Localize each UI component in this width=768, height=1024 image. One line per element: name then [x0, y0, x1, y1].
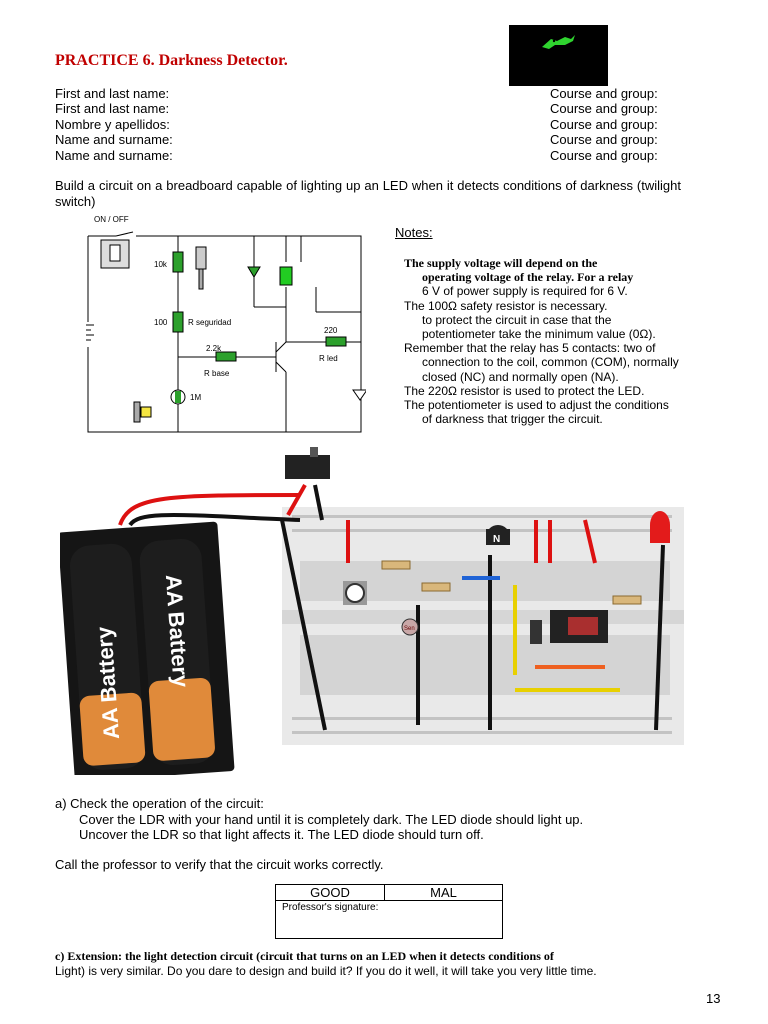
name-label: First and last name:	[55, 101, 170, 116]
note-item: The 100Ω safety resistor is necessary. t…	[404, 298, 656, 342]
page-number: 13	[706, 991, 721, 1006]
switch-label: ON / OFF	[94, 215, 129, 224]
note-item: The supply voltage will depend on the op…	[404, 256, 634, 299]
name-label: Name and surname:	[55, 132, 173, 147]
notes-title: Notes:	[395, 225, 433, 240]
transistor	[486, 529, 510, 545]
group-label: Course and group:	[550, 86, 658, 101]
ldr-label: 1M	[190, 393, 201, 402]
r-led-label: R led	[319, 354, 338, 363]
name-label: Nombre y apellidos:	[55, 117, 170, 132]
r-safety-label: R seguridad	[188, 318, 231, 327]
check-item: Uncover the LDR so that light affects it…	[79, 827, 484, 842]
evaluation-table: GOOD MAL Professor's signature:	[275, 884, 503, 939]
r-safety-value: 100	[154, 318, 168, 327]
check-item: Cover the LDR with your hand until it is…	[79, 811, 584, 827]
name-label: First and last name:	[55, 86, 170, 101]
r-led-value: 220	[324, 326, 338, 335]
signature-label: Professor's signature:	[282, 902, 379, 913]
page-title: PRACTICE 6. Darkness Detector.	[55, 52, 288, 69]
r-base-value: 2.2k	[206, 344, 222, 353]
r-base-label: R base	[204, 369, 230, 378]
transistor-label: N	[493, 534, 500, 545]
circuit-schematic: ON / OFF 6V 10k 100 R seguridad 2.2k R b…	[86, 215, 366, 433]
logo	[509, 25, 608, 86]
pot-label: 10k	[154, 260, 168, 269]
call-professor-text: Call the professor to verify that the ci…	[55, 857, 384, 872]
group-label: Course and group:	[550, 101, 658, 116]
extension-text: c) Extension: the light detection circui…	[55, 949, 597, 978]
intro-text: Build a circuit on a breadboard capable …	[55, 178, 681, 209]
bad-cell[interactable]: MAL	[385, 885, 502, 901]
note-item: The 220Ω resistor is used to protect the…	[404, 383, 645, 398]
check-section: a) Check the operation of the circuit: C…	[55, 796, 583, 843]
note-item: Remember that the relay has 5 contacts: …	[404, 341, 679, 384]
group-label: Course and group:	[550, 148, 658, 163]
notes-list: The supply voltage will depend on the op…	[404, 256, 726, 426]
group-label: Course and group:	[550, 117, 658, 132]
name-label: Name and surname:	[55, 148, 173, 163]
led	[650, 511, 670, 543]
group-label: Course and group:	[550, 132, 658, 147]
good-cell[interactable]: GOOD	[276, 885, 385, 901]
breadboard-illustration: N Sen AA Battery AA Battery	[60, 447, 684, 775]
crocodile-icon	[542, 35, 575, 49]
ldr-chip-label: Sen	[404, 626, 415, 632]
note-item: The potentiometer is used to adjust the …	[404, 398, 669, 427]
check-heading: a) Check the operation of the circuit:	[55, 796, 264, 811]
